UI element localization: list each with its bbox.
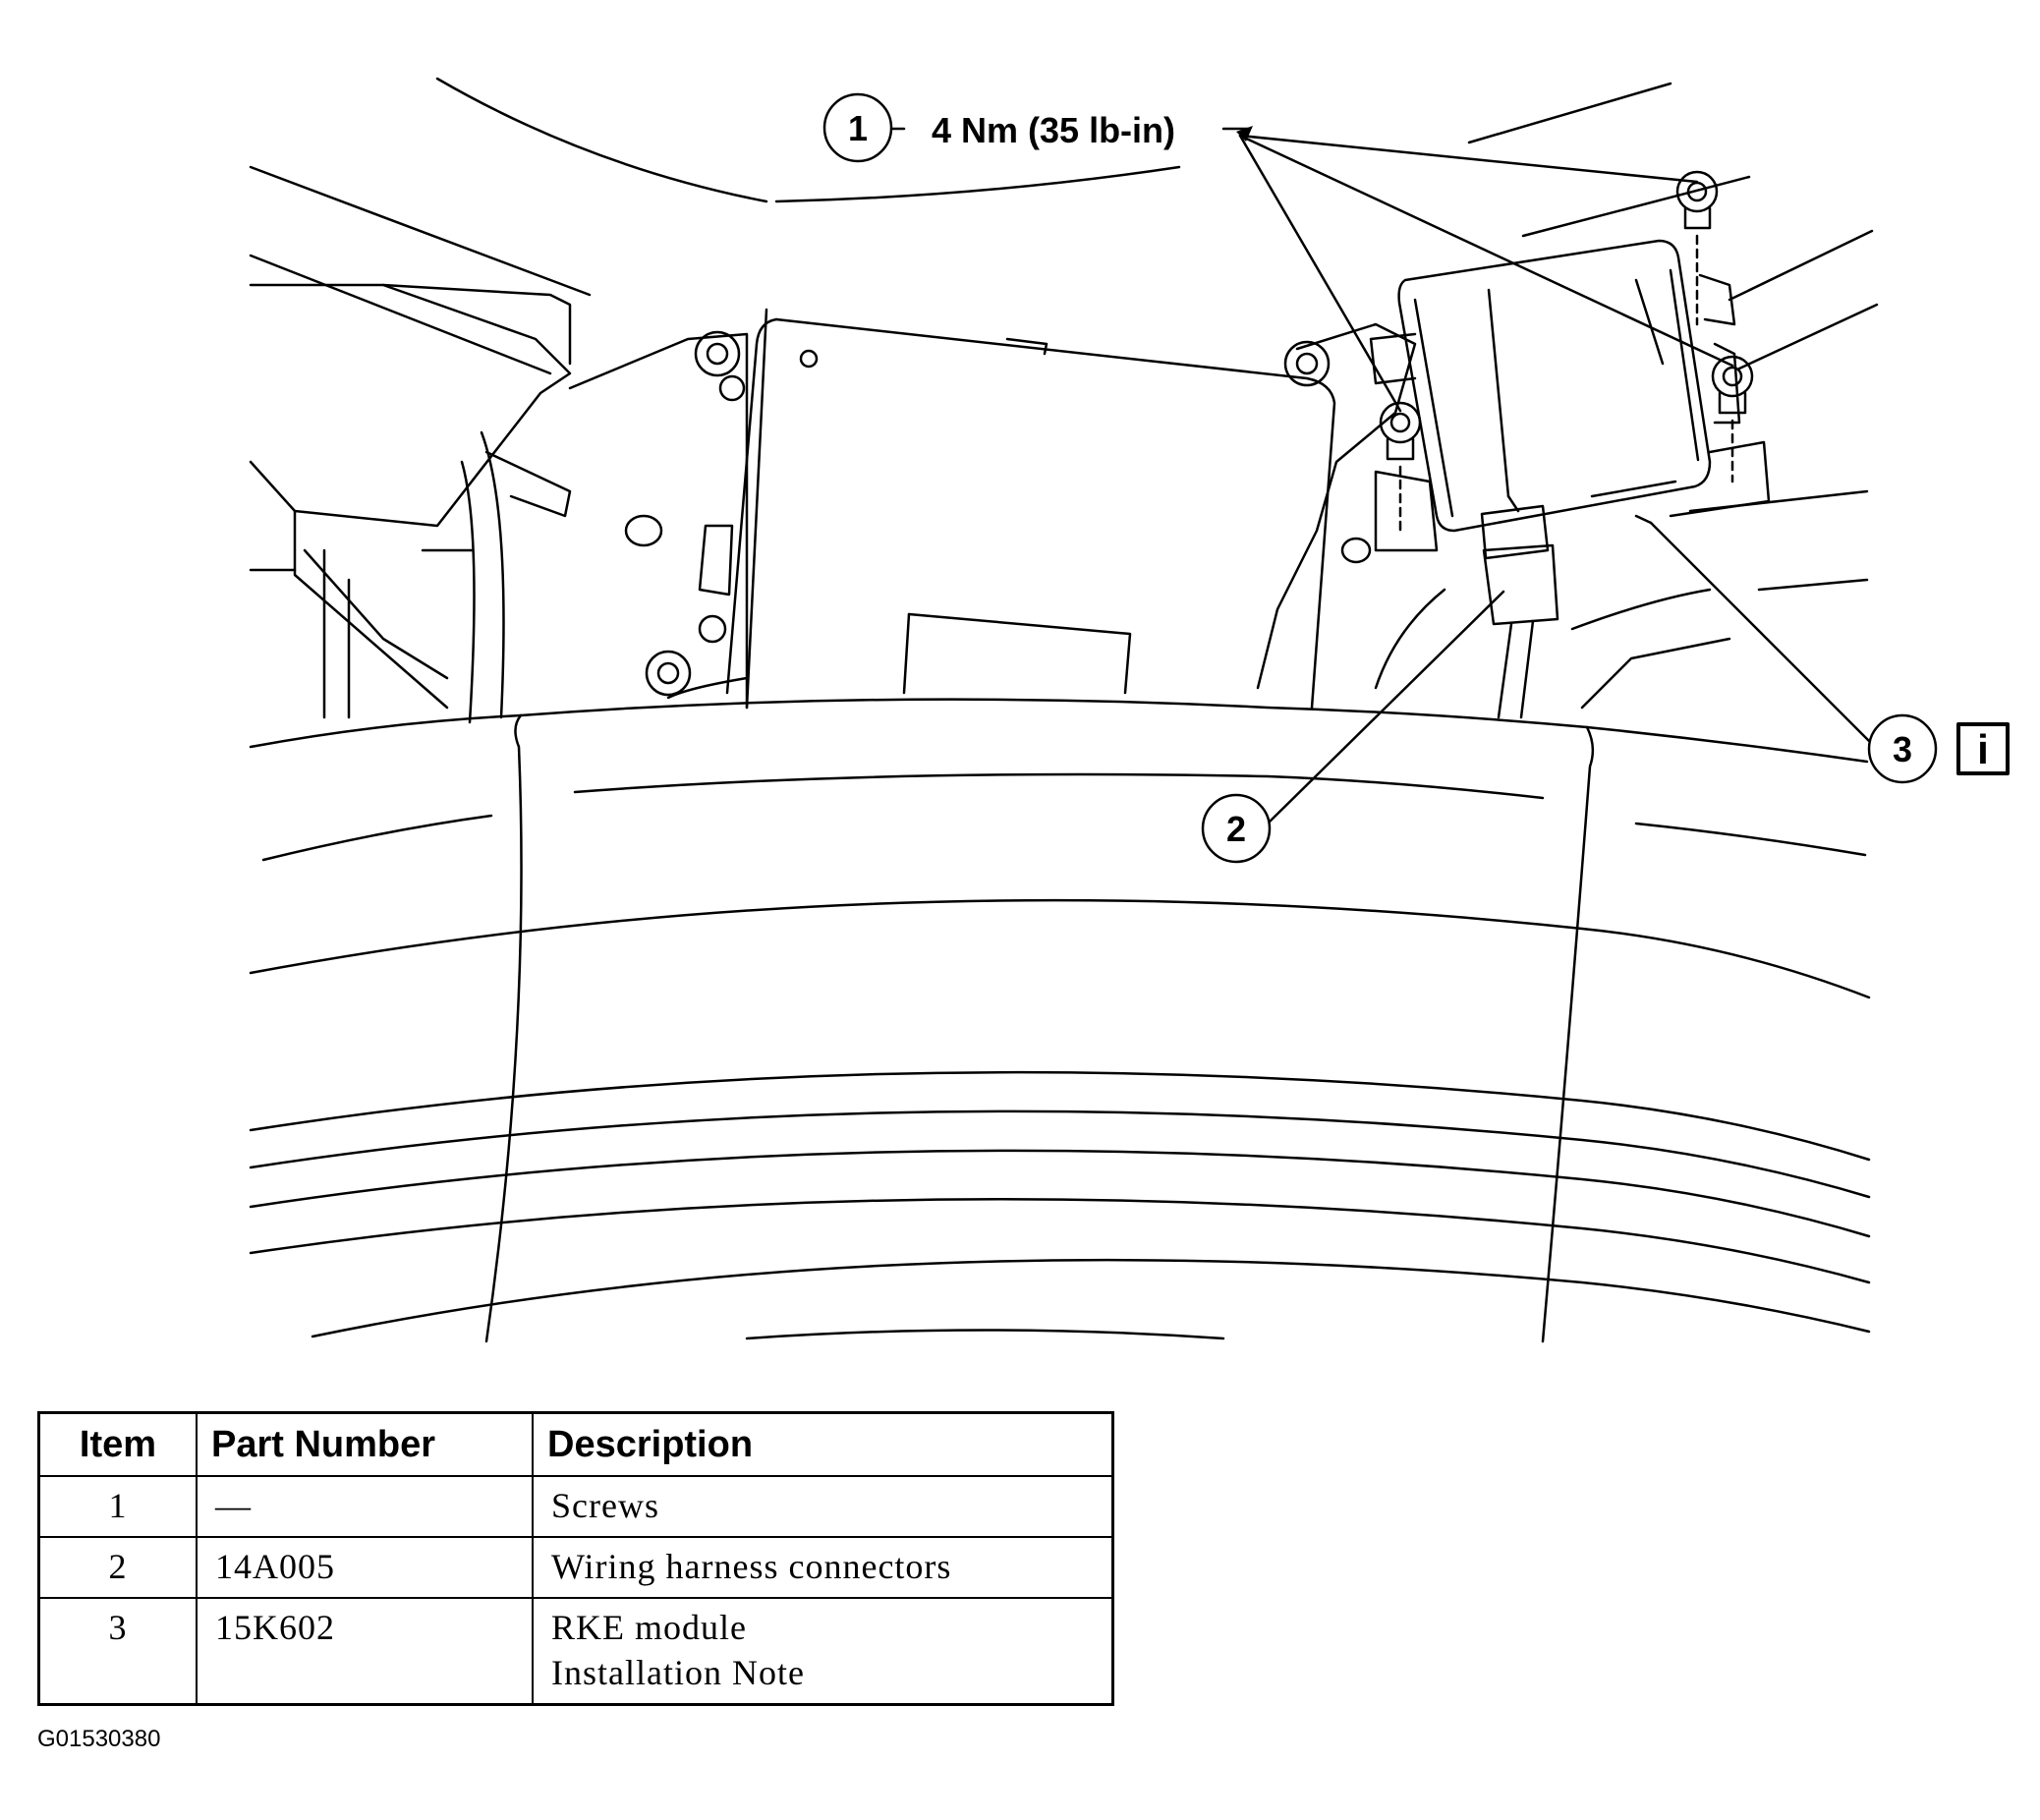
row-3-part-number: 15K602 — [196, 1597, 534, 1706]
background-contours — [249, 77, 1879, 592]
callout-1-arrowheads — [1236, 126, 1253, 142]
screw-right-middle — [1711, 355, 1754, 483]
adjacent-module — [645, 308, 1336, 710]
callout-1: 1 4 Nm (35 lb-in) — [822, 92, 1175, 163]
table-header-row: Item Part Number Description — [37, 1411, 1114, 1477]
callout-2: 2 — [1201, 793, 1272, 864]
row-2-item: 2 — [37, 1536, 198, 1599]
adjacent-module-screw-2 — [1283, 340, 1331, 387]
row-1-item: 1 — [37, 1475, 198, 1538]
screw-right-top — [1675, 170, 1719, 326]
rke-module — [1369, 170, 1771, 552]
header-part-number: Part Number — [196, 1411, 534, 1477]
info-icon[interactable]: i — [1956, 722, 2010, 775]
left-trim-panel — [249, 283, 572, 724]
table-row: 3 15K602 RKE module Installation Note — [37, 1597, 1114, 1706]
callout-1-label: 4 Nm (35 lb-in) — [932, 110, 1175, 150]
figure-id: G01530380 — [37, 1726, 161, 1752]
callout-2-number: 2 — [1226, 809, 1246, 849]
row-2-description: Wiring harness connectors — [532, 1536, 1114, 1599]
adjacent-module-screw-1 — [694, 330, 741, 377]
header-item: Item — [37, 1411, 198, 1477]
callout-3: 3 — [1867, 713, 1938, 784]
row-3-description-line-2[interactable]: Installation Note — [551, 1653, 805, 1692]
row-1-description-line: Screws — [551, 1486, 659, 1525]
info-icon-glyph: i — [1977, 726, 1989, 772]
header-description: Description — [532, 1411, 1114, 1477]
row-2-description-line: Wiring harness connectors — [551, 1547, 952, 1586]
lower-panel — [249, 698, 1871, 1343]
adjacent-module-screw-3 — [645, 650, 692, 697]
row-3-item: 3 — [37, 1597, 198, 1706]
callout-1-number: 1 — [848, 108, 868, 148]
row-1-description: Screws — [532, 1475, 1114, 1538]
table-row: 2 14A005 Wiring harness connectors — [37, 1536, 1114, 1599]
wiring-harness-connector — [1374, 504, 1731, 719]
parts-table: Item Part Number Description 1 — Screws … — [37, 1411, 1114, 1706]
row-3-description: RKE module Installation Note — [532, 1597, 1114, 1706]
mounting-bracket — [568, 322, 1417, 710]
leader-lines — [890, 127, 1877, 825]
row-3-description-line-1: RKE module — [551, 1608, 747, 1647]
screw-left — [1379, 401, 1422, 533]
rke-module-illustration: 1 4 Nm (35 lb-in) 2 3 i — [249, 77, 2010, 1343]
row-1-part-number: — — [196, 1475, 534, 1538]
table-row: 1 — Screws — [37, 1475, 1114, 1538]
row-2-part-number: 14A005 — [196, 1536, 534, 1599]
callout-3-number: 3 — [1893, 729, 1912, 769]
